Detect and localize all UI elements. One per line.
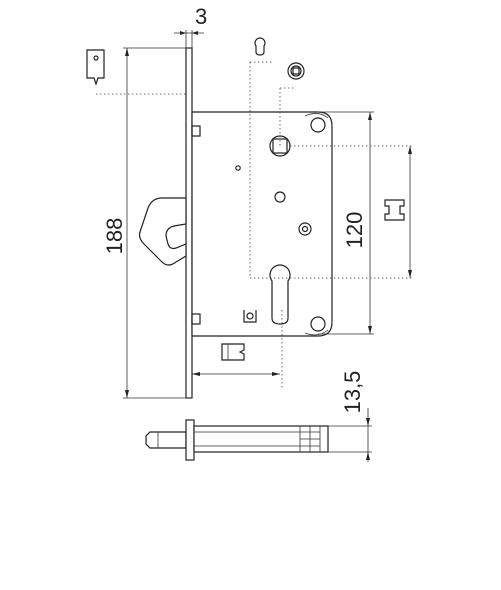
rod-diameter-label: 13,5 [340, 371, 365, 414]
fixing-point-icon [86, 49, 105, 86]
spindle-cylinder-dimension [408, 146, 412, 278]
rod-diameter-dimension: 13,5 [328, 371, 372, 462]
total-height-dimension: 188 [102, 47, 192, 399]
faceplate-thickness-label: 3 [195, 4, 207, 29]
hole-spacing-label: 120 [342, 212, 367, 249]
backset-dimension [192, 372, 280, 376]
distance-symbol-icon [384, 199, 405, 221]
hook-bolt [138, 197, 187, 266]
faceplate [185, 47, 193, 399]
backset-symbol-icon [221, 343, 245, 361]
keyhole-icon [254, 37, 266, 56]
total-height-label: 188 [102, 218, 127, 255]
faceplate-thickness-dimension: 3 [174, 4, 207, 48]
dotted-reference-lines [96, 61, 412, 390]
spindle-square-icon [287, 62, 305, 80]
side-view [145, 419, 329, 461]
hole-spacing-dimension: 120 [318, 111, 374, 335]
